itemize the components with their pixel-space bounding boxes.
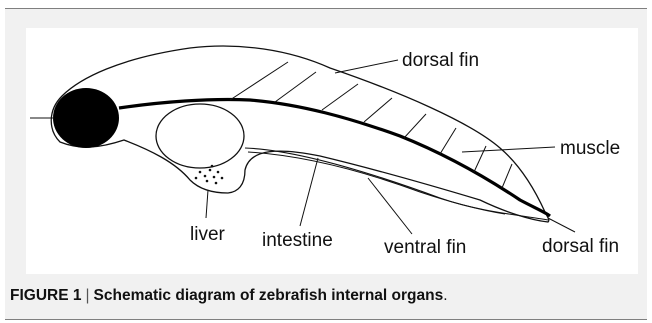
eye xyxy=(53,88,119,148)
label-liver: liver xyxy=(190,224,226,245)
figure-caption: FIGURE 1|Schematic diagram of zebrafish … xyxy=(10,287,642,309)
label-dorsal-fin-top: dorsal fin xyxy=(402,50,479,71)
label-dorsal-fin-tail: dorsal fin xyxy=(542,236,619,257)
label-muscle: muscle xyxy=(560,138,620,159)
caption-separator: | xyxy=(81,287,93,304)
caption-end: . xyxy=(443,287,447,304)
swim-bladder xyxy=(156,104,244,168)
label-ventral-fin: ventral fin xyxy=(384,237,466,258)
label-intestine: intestine xyxy=(262,230,333,251)
figure-number: FIGURE 1 xyxy=(10,287,81,304)
figure-title: Schematic diagram of zebrafish internal … xyxy=(94,287,444,304)
